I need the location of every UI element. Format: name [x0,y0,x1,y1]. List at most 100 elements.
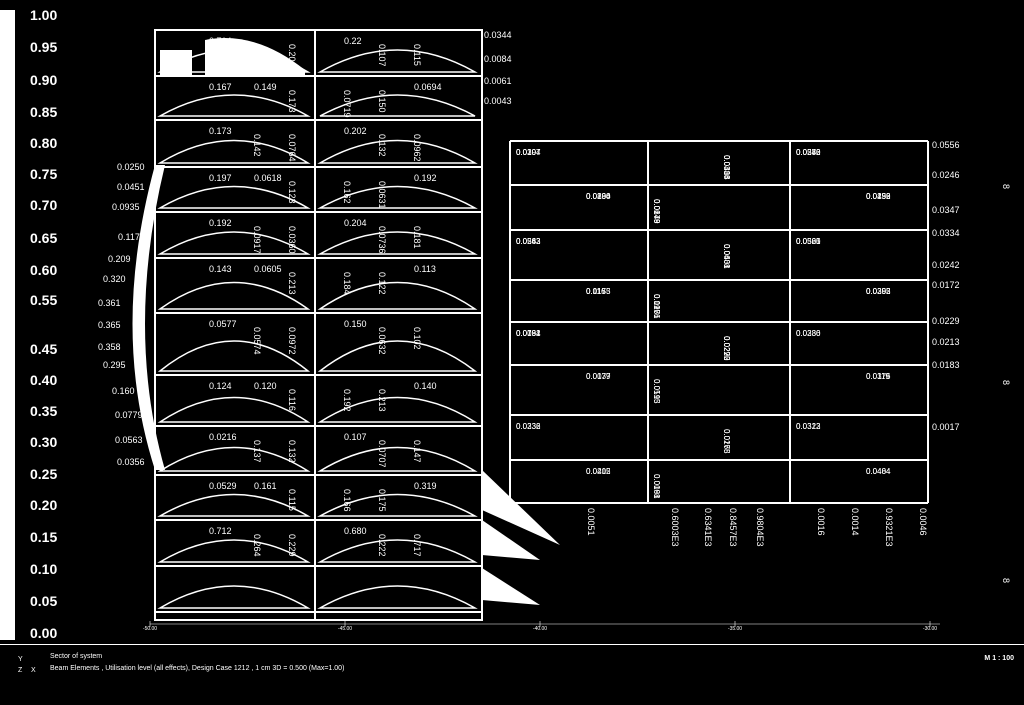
utilisation-hump [317,185,478,209]
left-value: 0.358 [98,342,121,352]
right-value: 0.0017 [932,422,960,432]
block-value: 0.20 [287,44,297,62]
left-value: 0.361 [98,298,121,308]
bottom-value: 0.9321E3 [884,508,894,547]
right-value: 0.0084 [484,54,512,64]
block-value: 0.143 [209,264,232,274]
block-value: 0.717 [412,534,422,557]
left-value: 0.295 [103,360,126,370]
axis-x-label: X [31,667,36,674]
x-tick-label: -45.00 [338,626,352,632]
grid-value: 0.0484 [866,467,891,476]
block-value: 0.173 [287,90,297,113]
grid-value: 0.0153 [586,287,611,296]
grid-value: 0.0342 [796,148,821,157]
block-value: 0.0631 [377,181,387,209]
right-value: 0.0229 [932,316,960,326]
block-value: 0.0719 [342,90,352,118]
bottom-value: 0.6341E3 [703,508,713,547]
grid-value: 0.0408 [722,244,731,269]
right-value: 0.0172 [932,280,960,290]
node-marker: 8 [1001,380,1011,385]
value-labels: 8880.02500.04510.09350.1170.2090.3200.36… [98,30,1011,583]
block-value: 0.107 [377,44,387,67]
utilisation-hump [157,539,311,563]
structure-members [154,29,929,621]
grid-value: 0.0149 [652,199,661,224]
right-value: 0.0061 [484,76,512,86]
scale-label: 0.75 [30,166,58,182]
utilisation-hump [157,94,311,117]
left-value: 0.209 [108,254,131,264]
left-value: 0.0250 [117,162,145,172]
grid-value: 0.0731 [516,329,541,338]
block-value: 0.167 [209,82,232,92]
x-tick-label: -30.00 [923,626,937,632]
right-value: 0.0183 [932,360,960,370]
utilisation-hump [157,585,311,609]
block-value: 0.161 [254,481,277,491]
utilisation-hump [157,139,311,164]
grid-value: 0.0330 [796,329,821,338]
block-value: 0.197 [209,173,232,183]
utilisation-hump [317,49,478,73]
grid-value: 0.0322 [796,422,821,431]
right-value: 0.0344 [484,30,512,40]
grid-value: 0.195 [652,294,661,315]
grid-value: 0.0225 [722,336,731,361]
block-value: 0.113 [414,264,436,274]
utilisation-hump [317,446,478,472]
scale-label: 1.00 [30,7,58,23]
right-value: 0.0347 [932,205,960,215]
block-value: 0.115 [412,44,422,66]
bottom-value: 0.6003E3 [670,508,680,547]
grid-value: 0.0184 [516,329,541,338]
bottom-value: 0.0016 [816,508,826,536]
right-value: 0.0246 [932,170,960,180]
block-value: 0.319 [414,481,437,491]
x-tick-label: -50.00 [143,626,157,632]
utilisation-hump [317,340,478,372]
scale-label: 0.10 [30,561,58,577]
block-value: 0.175 [377,489,387,512]
block-value: 0.714 [209,36,232,46]
block-value: 0.264 [252,534,262,557]
grid-value: 0.0313 [796,422,821,431]
grid-value: 0.0336 [516,422,541,431]
left-wall-fill [132,165,165,470]
grid-value: 0.0405 [586,467,611,476]
block-value: 0.107 [344,432,367,442]
left-value: 0.0563 [115,435,143,445]
block-value: 0.0632 [377,327,387,355]
grid-value: 0.0433 [722,155,731,180]
utilisation-hump [157,340,311,372]
wedge-fill [482,568,540,605]
block-value: 0.192 [342,389,352,412]
left-value: 0.365 [98,320,121,330]
left-value: 0.0356 [117,457,145,467]
grid-value: 0.0168 [722,429,731,454]
utilisation-hump [317,281,478,310]
x-axis: -50.00-45.00-40.00-35.00-30.00 [143,621,940,632]
block-value: 0.0618 [254,173,282,183]
scale-label: 0.20 [30,497,58,513]
utilisation-hump [157,185,311,209]
utilisation-hump [157,231,311,255]
block-value: 0.22 [344,36,362,46]
left-value: 0.160 [112,386,135,396]
block-value: 0.204 [344,218,367,228]
grid-value: 0.0092 [516,329,541,338]
grid-value: 0.0100 [586,192,611,201]
utilisation-hump [317,139,478,164]
design-case-caption: Beam Elements , Utilisation level (all e… [50,665,345,672]
grid-value: 0.0679 [652,199,661,224]
grid-value: 0.0376 [866,372,891,381]
block-value: 0.123 [287,181,297,204]
block-value: 0.116 [287,389,297,411]
scale-label: 0.05 [30,593,58,609]
block-value: 0.162 [342,181,352,204]
grid-value: 0.0542 [516,237,541,246]
block-value: 0.0917 [252,226,262,254]
block-value: 0.0972 [287,327,297,355]
grid-value: 0.0119 [866,372,890,381]
